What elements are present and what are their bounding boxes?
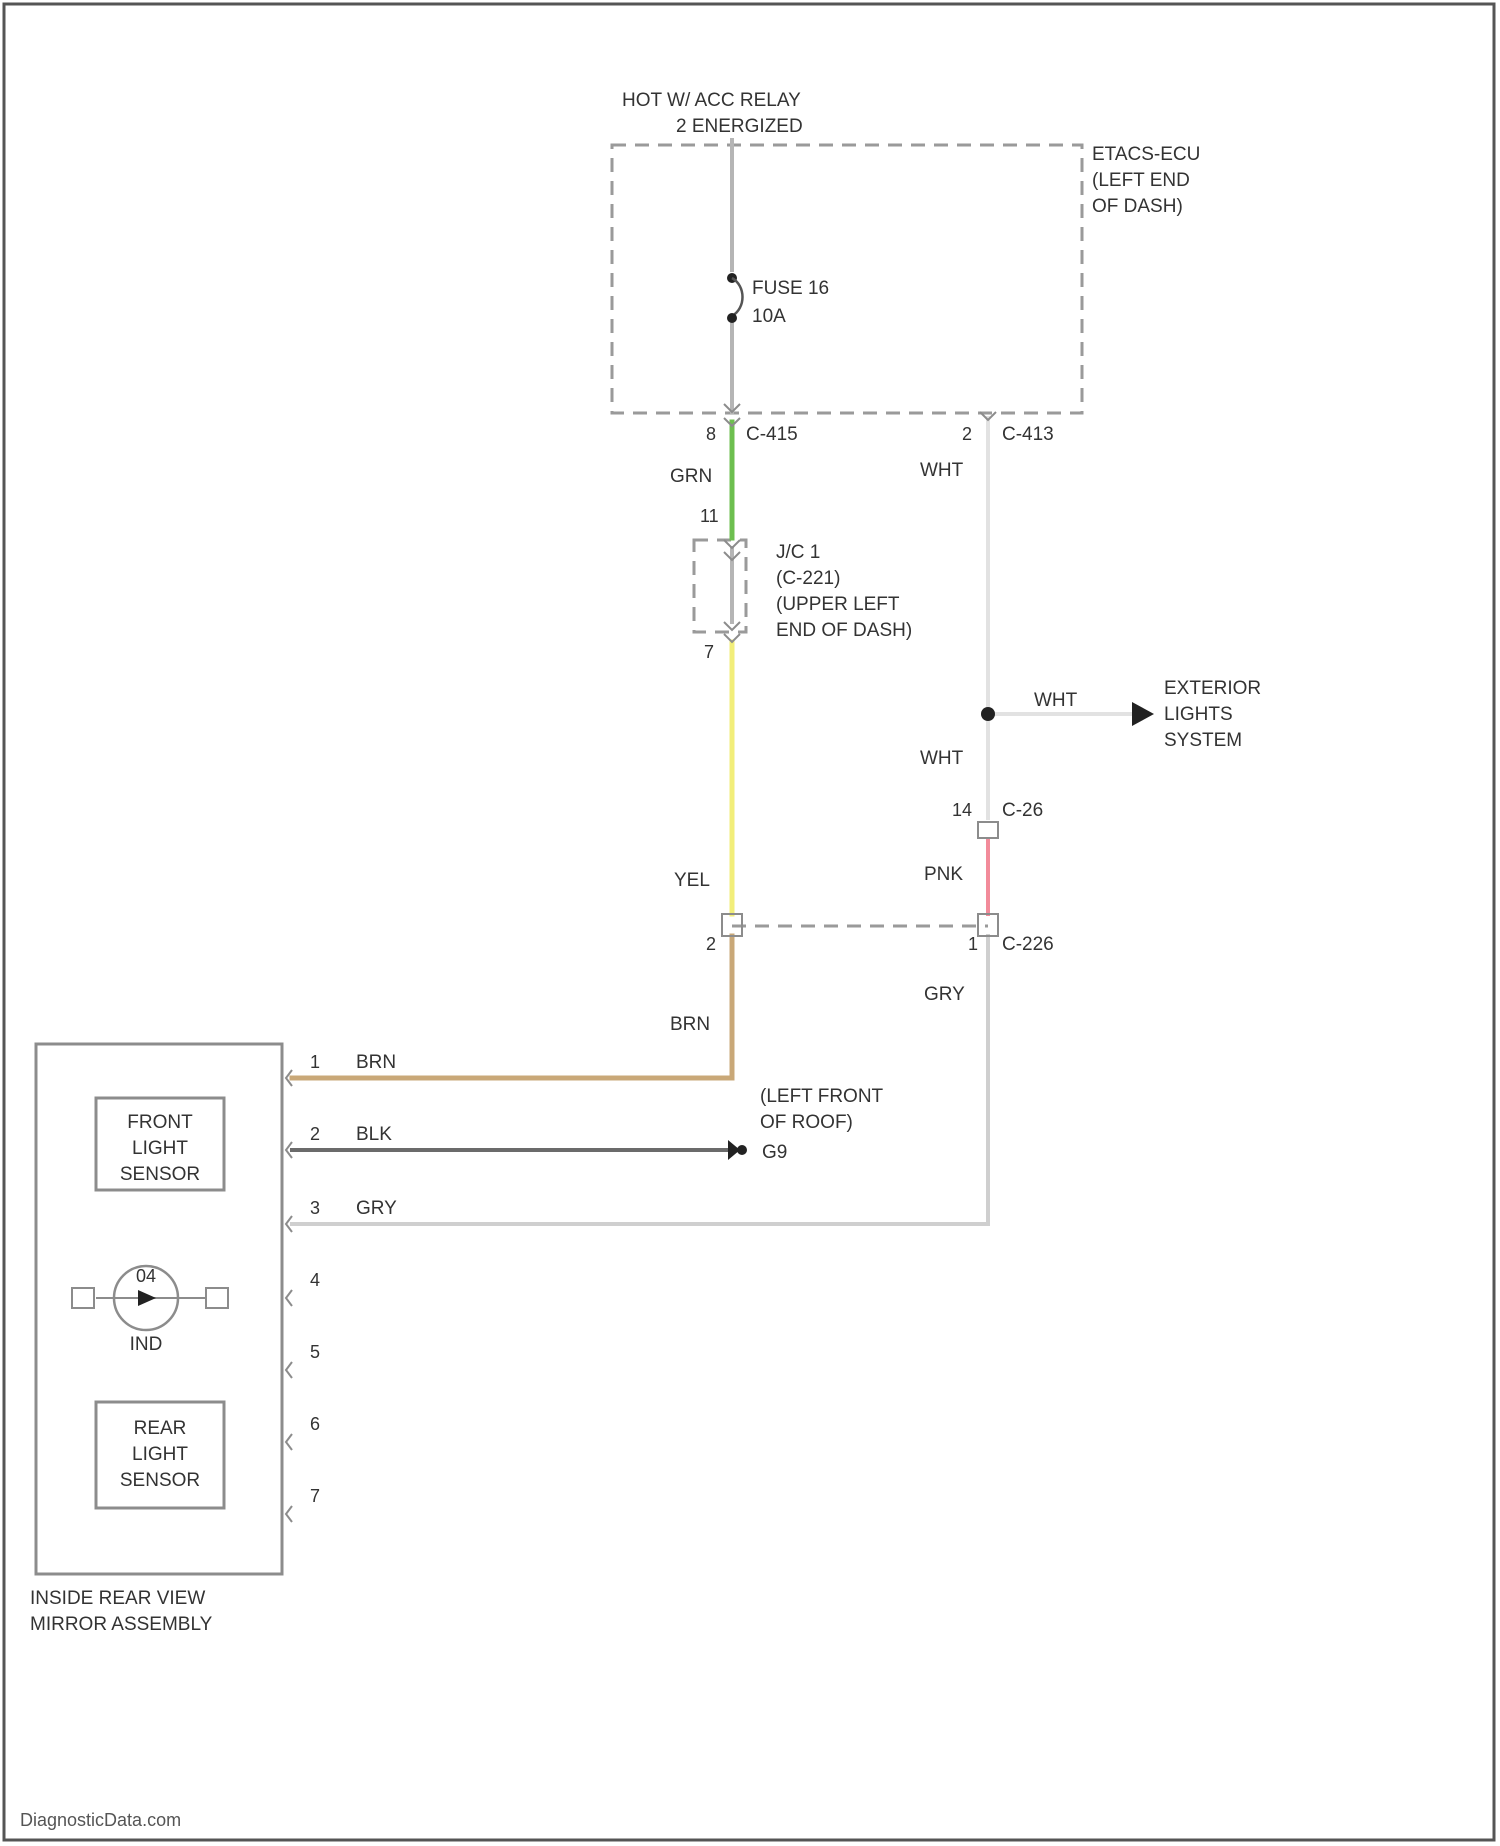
c226-pin: 1	[968, 934, 978, 954]
front-sensor-line1: FRONT	[127, 1112, 193, 1133]
c413-id: C-413	[1002, 424, 1054, 445]
ground-label-2: OF ROOF)	[760, 1112, 853, 1133]
jc-label-4: END OF DASH)	[776, 620, 912, 641]
rear-sensor-line3: SENSOR	[120, 1470, 200, 1491]
jc-label: J/C 1	[776, 542, 820, 563]
ground-id: G9	[762, 1142, 787, 1163]
etacs-label-2: (LEFT END	[1092, 170, 1190, 191]
c226-left-pin: 2	[706, 934, 716, 954]
gry-vertical-wire-label: GRY	[924, 984, 965, 1005]
c413-pin: 2	[962, 424, 972, 444]
c415-pin: 8	[706, 424, 716, 444]
brn-vertical-wire-label: BRN	[670, 1014, 710, 1035]
mirror-pin-1-wire: BRN	[356, 1052, 396, 1073]
wht-mid-wire-label: WHT	[920, 748, 964, 769]
mirror-pin-3-num: 3	[310, 1198, 320, 1218]
diagram-frame	[4, 4, 1494, 1840]
front-sensor-line3: SENSOR	[120, 1164, 200, 1185]
wht-top-wire-label: WHT	[920, 460, 964, 481]
mirror-title: INSIDE REAR VIEW	[30, 1588, 205, 1609]
jc-label-2: (C-221)	[776, 568, 840, 589]
exterior-lights-label: EXTERIOR	[1164, 678, 1261, 699]
ground-label: (LEFT FRONT	[760, 1086, 884, 1107]
jc-top-pin: 11	[700, 506, 719, 526]
pnk-wire-label: PNK	[924, 864, 963, 885]
mirror-pin-1-num: 1	[310, 1052, 320, 1072]
wht-branch-wire-label: WHT	[1034, 690, 1078, 711]
mirror-pin-2-num: 2	[310, 1124, 320, 1144]
mirror-pin-5-num: 5	[310, 1342, 320, 1362]
exterior-lights-label-3: SYSTEM	[1164, 730, 1242, 751]
jc-bottom-pin: 7	[704, 642, 714, 662]
etacs-label: ETACS-ECU	[1092, 144, 1200, 165]
mirror-pin-6-num: 6	[310, 1414, 320, 1434]
indicator-bottom-label: IND	[130, 1334, 163, 1355]
grn-wire-label: GRN	[670, 466, 712, 487]
c226-id: C-226	[1002, 934, 1054, 955]
mirror-pin-7-num: 7	[310, 1486, 320, 1506]
c415-id: C-415	[746, 424, 798, 445]
mirror-pin-4-num: 4	[310, 1270, 320, 1290]
jc-label-3: (UPPER LEFT	[776, 594, 900, 615]
fuse-rating: 10A	[752, 306, 786, 327]
etacs-label-3: OF DASH)	[1092, 196, 1183, 217]
indicator-top-label: 04	[136, 1266, 156, 1286]
mirror-title-2: MIRROR ASSEMBLY	[30, 1614, 213, 1635]
power-source-label-2: 2 ENERGIZED	[676, 116, 803, 137]
c26-pin: 14	[952, 800, 972, 820]
power-source-label: HOT W/ ACC RELAY	[622, 90, 801, 111]
exterior-lights-label-2: LIGHTS	[1164, 704, 1233, 725]
mirror-pin-2-wire: BLK	[356, 1124, 392, 1145]
mirror-pin-3-wire: GRY	[356, 1198, 397, 1219]
rear-sensor-line2: LIGHT	[132, 1444, 188, 1465]
splice-dot	[981, 707, 995, 721]
front-sensor-line2: LIGHT	[132, 1138, 188, 1159]
c26-id: C-26	[1002, 800, 1043, 821]
yel-wire-label: YEL	[674, 870, 710, 891]
footer-watermark: DiagnosticData.com	[20, 1810, 181, 1830]
fuse-name: FUSE 16	[752, 278, 829, 299]
rear-sensor-line1: REAR	[134, 1418, 187, 1439]
